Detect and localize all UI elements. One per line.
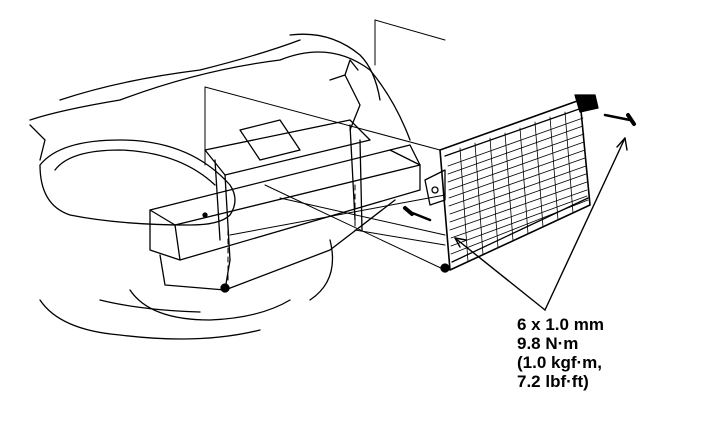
torque-nm-text: 9.8 N·m — [517, 334, 579, 353]
condenser-fins — [447, 111, 589, 263]
projection-lines — [204, 19, 446, 271]
alignment-lines — [227, 184, 356, 281]
torque-lbf-text: 7.2 lbf·ft) — [517, 372, 589, 391]
vehicle-body-outline — [29, 33, 411, 340]
radiator-support — [204, 59, 371, 261]
mounting-bolt-right — [603, 113, 636, 126]
ac-condenser — [424, 94, 599, 273]
leader-arrows — [454, 137, 628, 311]
torque-spec-label: 6 x 1.0 mm 9.8 N·m (1.0 kgf·m, 7.2 lbf·f… — [517, 315, 604, 391]
mounting-bolt-left — [403, 206, 432, 222]
bolt-size-text: 6 x 1.0 mm — [517, 315, 604, 334]
bumper-beam — [149, 144, 421, 293]
headlight — [39, 139, 236, 226]
torque-kgf-text: (1.0 kgf·m, — [517, 353, 603, 372]
